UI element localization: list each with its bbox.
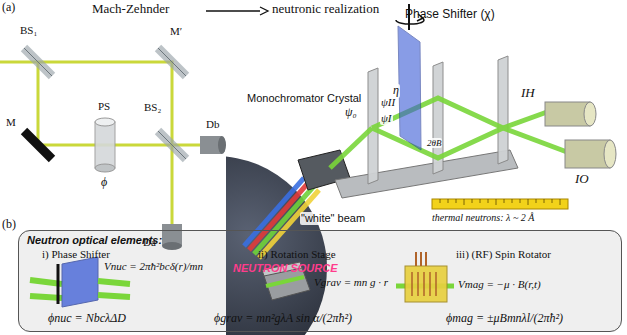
drawing-part	[398, 26, 421, 150]
formula: ϕgrav = mn²gλA sin α/(2πħ²)	[214, 312, 352, 326]
formula: Vnuc = 2πħ²bcδ(r)/mn	[104, 260, 203, 273]
drawing-part	[57, 264, 60, 304]
part-name: Da	[143, 236, 156, 249]
drawing-part	[266, 277, 304, 286]
part-name: Phase Shifter (χ)	[405, 8, 495, 22]
part-name: Monochromator Crystal	[246, 92, 362, 105]
element-name: iii) (RF) Spin Rotator	[456, 248, 551, 261]
drawing-part	[95, 164, 115, 172]
formula: ϕmag = ±μBmnλl/(2πħ²)	[446, 312, 563, 326]
part-name: BS₁	[20, 24, 37, 37]
part-name: Db	[206, 118, 219, 131]
formula: Vmag = −μ · B(r,t)	[458, 278, 541, 291]
source-label: NEUTRON SOURCE	[233, 262, 338, 275]
part-name: M′	[170, 25, 182, 38]
neutron-beams	[330, 98, 567, 168]
drawing-part	[244, 178, 304, 246]
part-name: M	[6, 116, 16, 129]
mz-beams	[0, 62, 201, 226]
drawing-part	[24, 131, 52, 159]
drawing-part	[158, 131, 186, 159]
drawing-part	[503, 112, 547, 128]
title-text: neutronic realization	[272, 2, 379, 17]
symbol-label: 2θB	[426, 138, 442, 148]
phase-shifter	[396, 4, 424, 150]
detectors	[545, 102, 616, 168]
drawing-part	[95, 118, 115, 126]
interferometer-blades	[368, 56, 508, 184]
part-name: PS	[98, 100, 110, 113]
drawing-part	[405, 266, 447, 302]
signal-name: IH	[520, 86, 536, 101]
symbol-label: ϕ	[101, 176, 107, 190]
drawing-part	[498, 56, 508, 164]
drawing-part	[24, 48, 52, 76]
title-arrow	[206, 7, 268, 15]
drawing-part	[584, 102, 596, 126]
drawing-part	[412, 272, 436, 296]
part-name: BS₂	[144, 101, 161, 114]
drawing-part	[158, 131, 186, 159]
drawing-part	[95, 122, 115, 168]
drawing-part	[98, 295, 130, 297]
drawing-part	[24, 48, 52, 76]
drawing-part	[503, 128, 567, 152]
symbol-label: ψ₀	[344, 106, 358, 120]
drawing-part	[416, 252, 426, 266]
drawing-part	[565, 140, 610, 168]
drawing-part	[38, 62, 201, 145]
drawing-part	[604, 140, 616, 168]
interferometer-base	[335, 150, 518, 198]
part-name: "white" beam	[300, 212, 366, 225]
ruler	[432, 199, 568, 209]
title-text: Mach-Zehnder	[92, 2, 169, 17]
drawing-part	[98, 281, 130, 284]
symbol-label: ψII	[380, 96, 396, 109]
element-name: ii) Rotation Stage	[258, 248, 336, 261]
drawing-part	[432, 199, 568, 209]
spin-rotator-icon	[396, 252, 454, 302]
drawing-part	[545, 102, 590, 126]
mz-optics	[24, 48, 226, 250]
drawing-part	[206, 10, 260, 11]
signal-name: IO	[574, 172, 590, 187]
drawing-part	[372, 128, 503, 158]
symbol-label: ψI	[380, 112, 393, 125]
drawing-part	[330, 128, 372, 168]
formula: ϕnuc = NbcλΔD	[48, 312, 126, 326]
drawing-part	[260, 7, 268, 15]
drawing-part	[158, 48, 186, 76]
drawing-part	[62, 257, 98, 307]
drawing-part	[440, 199, 560, 205]
element-name: i) Phase Shifter	[42, 248, 110, 261]
panel-letter: (a)	[2, 1, 15, 15]
panel-heading: Neutron optical elements:	[27, 234, 613, 246]
scale-note: thermal neutrons: λ ~ 2 Å	[432, 212, 534, 224]
panel-letter: (b)	[2, 218, 16, 232]
formula: Vgrav = mn g · r	[314, 276, 388, 289]
drawing-part	[218, 136, 226, 154]
drawing-part	[158, 48, 186, 76]
drawing-part	[162, 242, 182, 250]
